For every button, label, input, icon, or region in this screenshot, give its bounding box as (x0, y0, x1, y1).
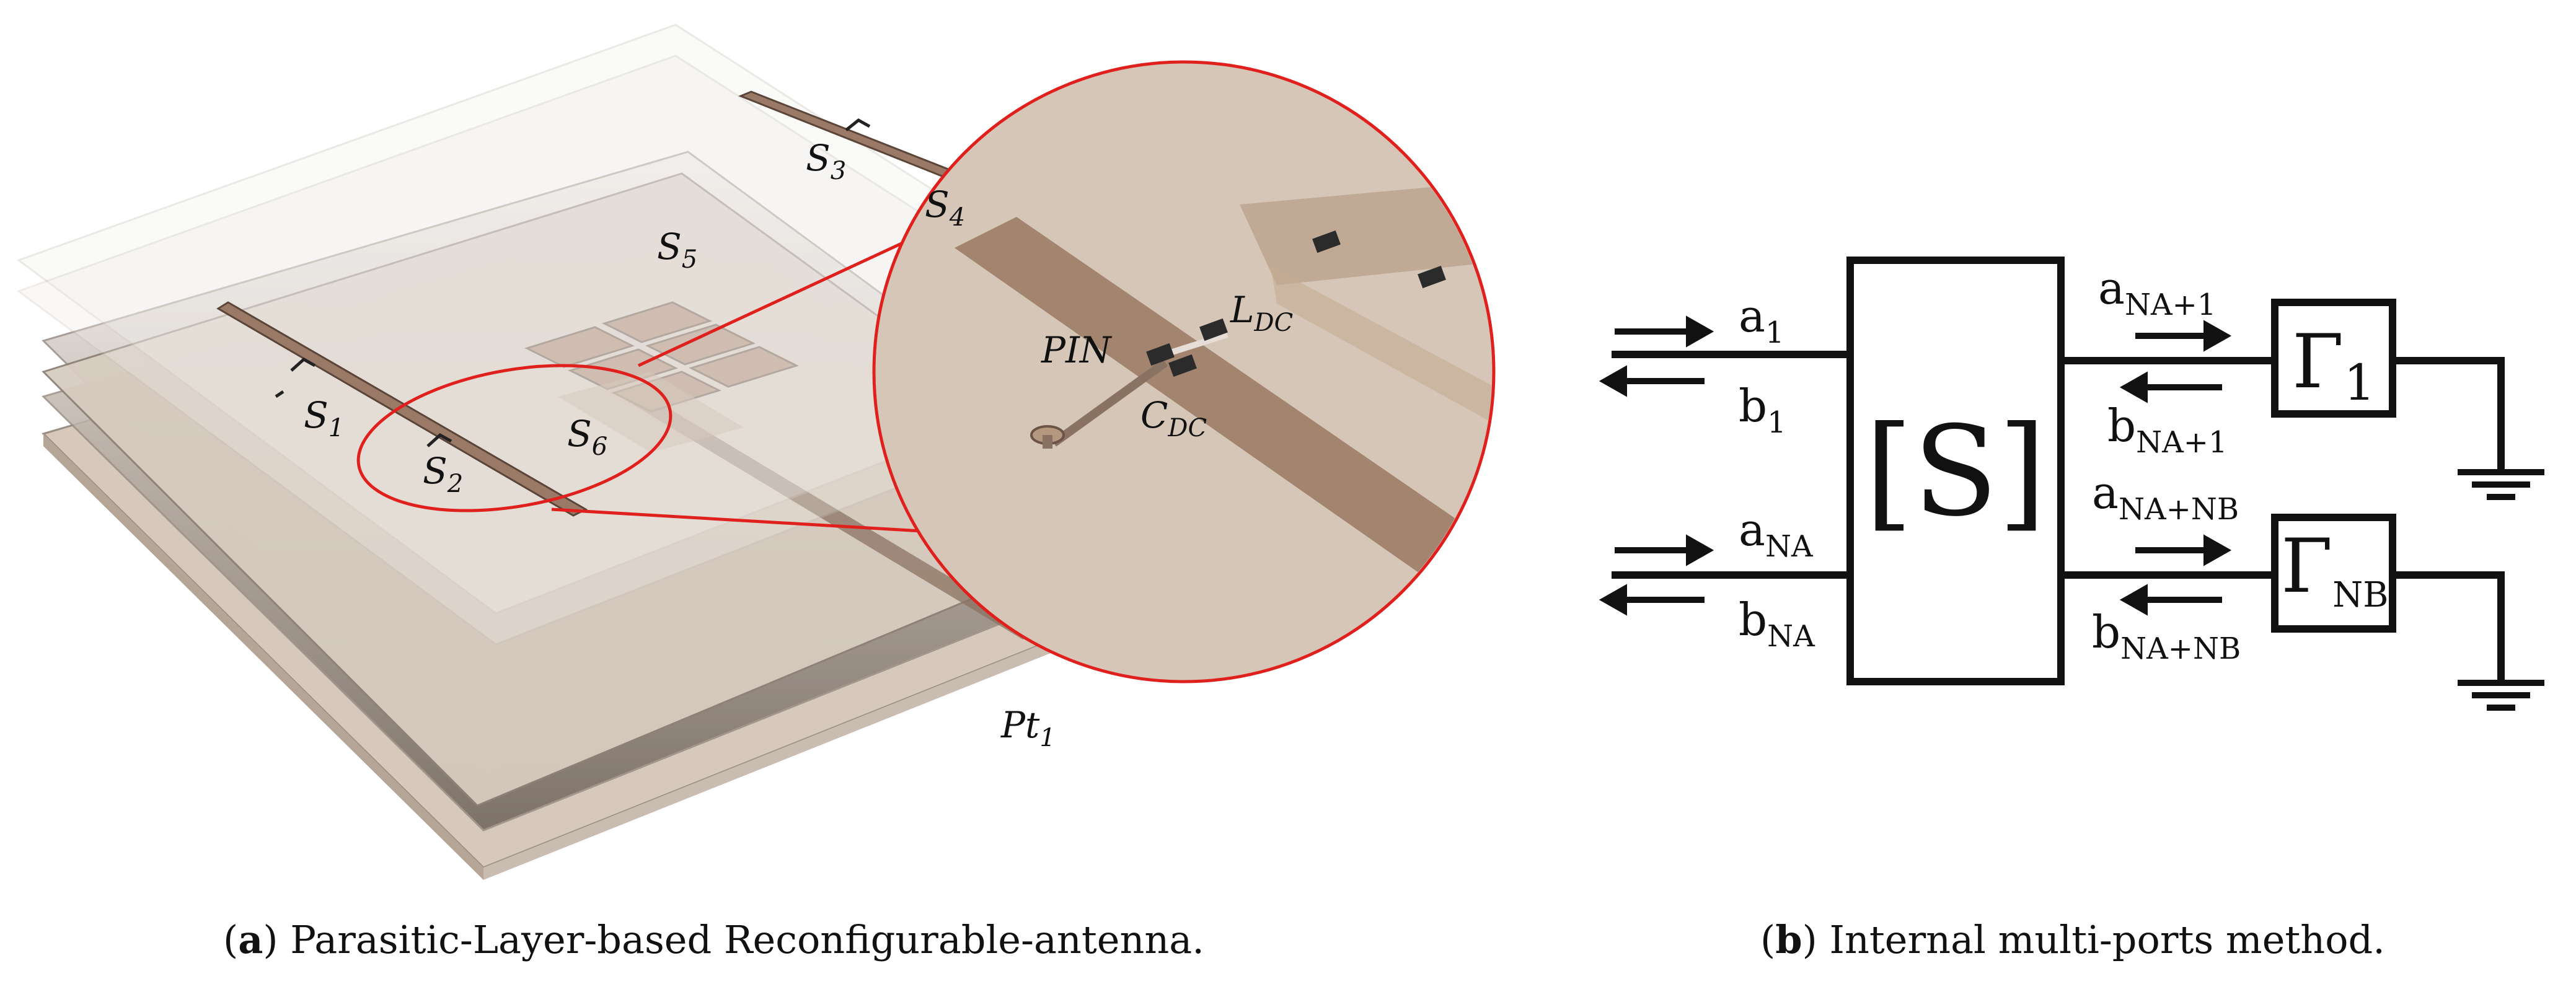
label-s4: S4 (925, 183, 965, 232)
caption-b: (b) Internal multi-ports method. (1760, 917, 2385, 962)
strip-s1-s2 (216, 301, 588, 517)
antenna-figure: S1 S2 S3 S4 S5 S6 Pt1 PIN LDC CDC (a) Pa… (16, 24, 1496, 962)
label-bnab: bNA+NB (2092, 606, 2241, 666)
patch-s6-area (558, 372, 744, 452)
ground-symbols (2458, 469, 2544, 711)
caption-a: (a) Parasitic-Layer-based Reconfigurable… (223, 917, 1204, 962)
antenna-drawing: S1 S2 S3 S4 S5 S6 Pt1 PIN LDC CDC (16, 24, 1496, 880)
wave-arrows (1599, 315, 2232, 616)
label-gamma-1: Γ1 (2292, 319, 2375, 411)
label-anab: aNA+NB (2092, 467, 2239, 527)
label-ana: aNA (1739, 504, 1814, 564)
s-matrix-block (1846, 257, 2065, 685)
label-a1: a1 (1739, 290, 1784, 350)
label-s3: S3 (806, 137, 846, 185)
label-pin: PIN (1041, 329, 1113, 371)
label-bna1: bNA+1 (2107, 400, 2228, 460)
block-label: [S] (1864, 400, 2046, 544)
label-s6: S6 (567, 413, 607, 461)
label-pt1: Pt1 (1000, 704, 1056, 752)
highlight-ellipse (356, 364, 673, 512)
multiport-diagram: [S] a1 b1 aNA bNA aNA+1 bNA+1 aNA+NB bNA… (1599, 257, 2544, 711)
label-s2: S2 (423, 450, 463, 498)
label-s1: S1 (304, 394, 344, 442)
label-ldc: LDC (1230, 289, 1293, 337)
label-ana1: aNA+1 (2098, 262, 2216, 322)
feed-line (620, 390, 1041, 639)
label-gamma-nb: ΓNB (2281, 524, 2388, 615)
label-b1: b1 (1739, 380, 1786, 440)
multiport-figure: [S] a1 b1 aNA bNA aNA+1 bNA+1 aNA+NB bNA… (1512, 0, 2576, 984)
label-bna: bNA (1739, 594, 1815, 654)
label-cdc: CDC (1140, 394, 1207, 442)
zoom-detail (955, 180, 1492, 595)
label-s5: S5 (657, 226, 697, 274)
